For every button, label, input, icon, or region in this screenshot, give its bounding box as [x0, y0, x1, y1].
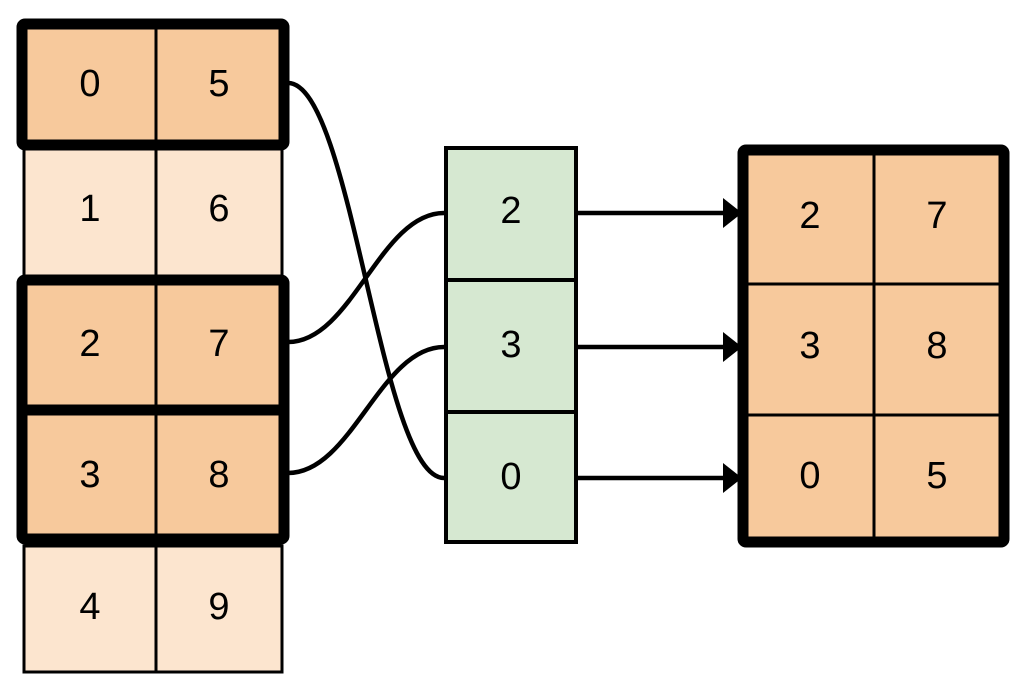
source-cell-index-3-label: 3: [79, 454, 100, 496]
source-cell-index-0-label: 0: [79, 63, 100, 105]
result-cell-index-2[interactable]: [744, 413, 876, 540]
source-cell-value-3[interactable]: [154, 411, 284, 539]
source-row-4[interactable]: 4 9: [22, 544, 284, 674]
result-table-outline: [737, 144, 1010, 548]
arrow-slot2-to-result-row2: [578, 463, 742, 493]
result-cell-index-2-label: 0: [799, 455, 820, 497]
source-selection-outline-rows-2-3: [16, 274, 290, 545]
arrow-head-icon: [723, 463, 742, 493]
source-selection-outline-row-0: [16, 18, 290, 151]
arrow-slot0-to-result-row0: [578, 198, 742, 228]
result-cell-value-2[interactable]: [872, 413, 1002, 540]
result-cell-value-2-label: 5: [926, 455, 947, 497]
source-cell-value-4[interactable]: [154, 544, 284, 674]
index-cell-1-label: 3: [500, 324, 521, 366]
arrow-head-icon: [723, 332, 742, 362]
source-cell-value-4-label: 9: [208, 586, 229, 628]
connector-row2-to-slot0: [287, 210, 445, 345]
source-table: 0 5 1 6 2 7 3 8: [16, 18, 290, 674]
source-cell-value-0-label: 5: [208, 63, 229, 105]
result-cell-value-0[interactable]: [872, 152, 1002, 286]
index-column: 2 3 0: [444, 146, 578, 544]
source-row-1[interactable]: 1 6: [22, 141, 284, 278]
index-cell-0-label: 2: [500, 190, 521, 232]
source-cell-value-0[interactable]: [154, 24, 284, 145]
arrow-head-icon: [723, 198, 742, 228]
arrow-slot1-to-result-row1: [578, 332, 742, 362]
result-cell-value-1[interactable]: [872, 282, 1002, 417]
result-table: 2 7 3 8 0 5: [737, 144, 1010, 548]
source-cell-value-2[interactable]: [154, 280, 284, 410]
source-row-2[interactable]: 2 7: [22, 280, 284, 410]
result-cell-index-1-label: 3: [799, 325, 820, 367]
arrow-group: [578, 198, 742, 493]
source-cell-index-4-label: 4: [79, 586, 100, 628]
index-cell-0[interactable]: [446, 148, 576, 280]
source-cell-value-3-label: 8: [208, 454, 229, 496]
source-cell-value-2-label: 7: [208, 323, 229, 365]
source-cell-index-4[interactable]: [22, 544, 158, 674]
result-cell-index-0-label: 2: [799, 195, 820, 237]
index-cell-1[interactable]: [446, 280, 576, 412]
result-cell-value-1-label: 8: [926, 325, 947, 367]
index-cell-2-label: 0: [500, 456, 521, 498]
connector-row3-to-slot1: [287, 344, 445, 476]
source-cell-value-1[interactable]: [154, 141, 284, 278]
source-cell-value-1-label: 6: [208, 188, 229, 230]
source-row-3[interactable]: 3 8: [22, 411, 284, 539]
source-cell-index-1-label: 1: [79, 188, 100, 230]
connector-group: [287, 80, 445, 481]
index-column-outline: [444, 146, 578, 544]
source-cell-index-2-label: 2: [79, 323, 100, 365]
result-cell-value-0-label: 7: [926, 195, 947, 237]
source-row-0[interactable]: 0 5: [22, 24, 284, 145]
index-cell-2[interactable]: [446, 412, 576, 542]
